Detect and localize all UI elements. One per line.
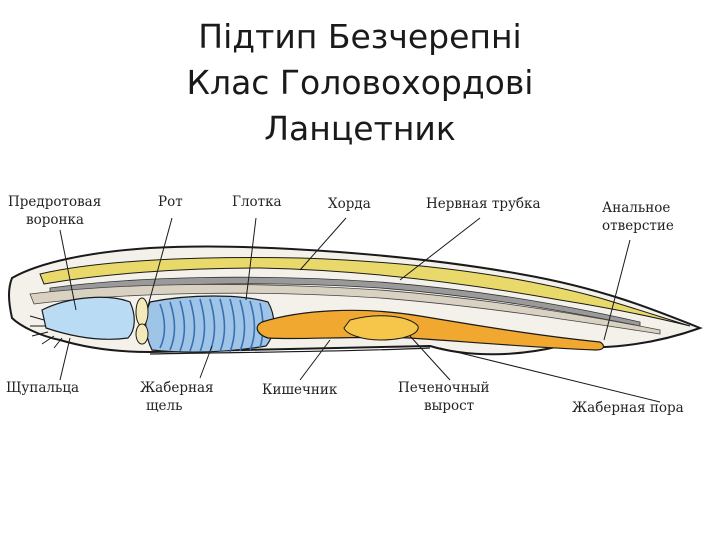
mouth-velum <box>135 297 149 345</box>
ventral-fold <box>149 347 431 355</box>
label-intestine: Кишечник <box>262 382 338 398</box>
label-notochord: Хорда <box>328 196 371 212</box>
gill-slits <box>159 298 264 353</box>
label-neural-tube: Нервная трубка <box>426 196 541 212</box>
slide-title: Підтип Безчерепні Клас Головохордові Лан… <box>0 14 720 152</box>
label-tentacles: Щупальца <box>6 380 80 396</box>
label-gill-slit-2: щель <box>146 398 183 414</box>
title-line-species: Ланцетник <box>264 109 456 148</box>
hepatic-caecum <box>343 315 419 341</box>
notochord <box>29 284 661 335</box>
lancelet-anatomy-diagram: Предротовая воронка Рот Глотка Хорда Нер… <box>0 170 720 430</box>
title-line-class: Клас Головохордові <box>186 63 534 102</box>
label-atriopore: Жаберная пора <box>572 400 684 416</box>
label-oral-hood-2: воронка <box>26 212 84 228</box>
label-pharynx: Глотка <box>232 194 282 210</box>
vestibule <box>41 296 135 340</box>
tentacles <box>29 315 63 349</box>
leader-lines <box>59 217 661 403</box>
label-hepatic-caecum-2: вырост <box>424 398 475 414</box>
label-gill-slit-1: Жаберная <box>140 380 214 396</box>
label-hepatic-caecum-1: Печеночный <box>398 380 490 396</box>
label-anus-1: Анальное <box>602 200 671 216</box>
intestine <box>256 309 605 351</box>
dorsal-fin-band <box>39 257 691 327</box>
label-oral-hood-1: Предротовая <box>8 194 102 210</box>
label-mouth: Рот <box>158 194 183 210</box>
label-anus-2: отверстие <box>602 218 674 234</box>
lancelet-illustration <box>8 217 703 403</box>
title-line-subphylum: Підтип Безчерепні <box>198 17 522 56</box>
